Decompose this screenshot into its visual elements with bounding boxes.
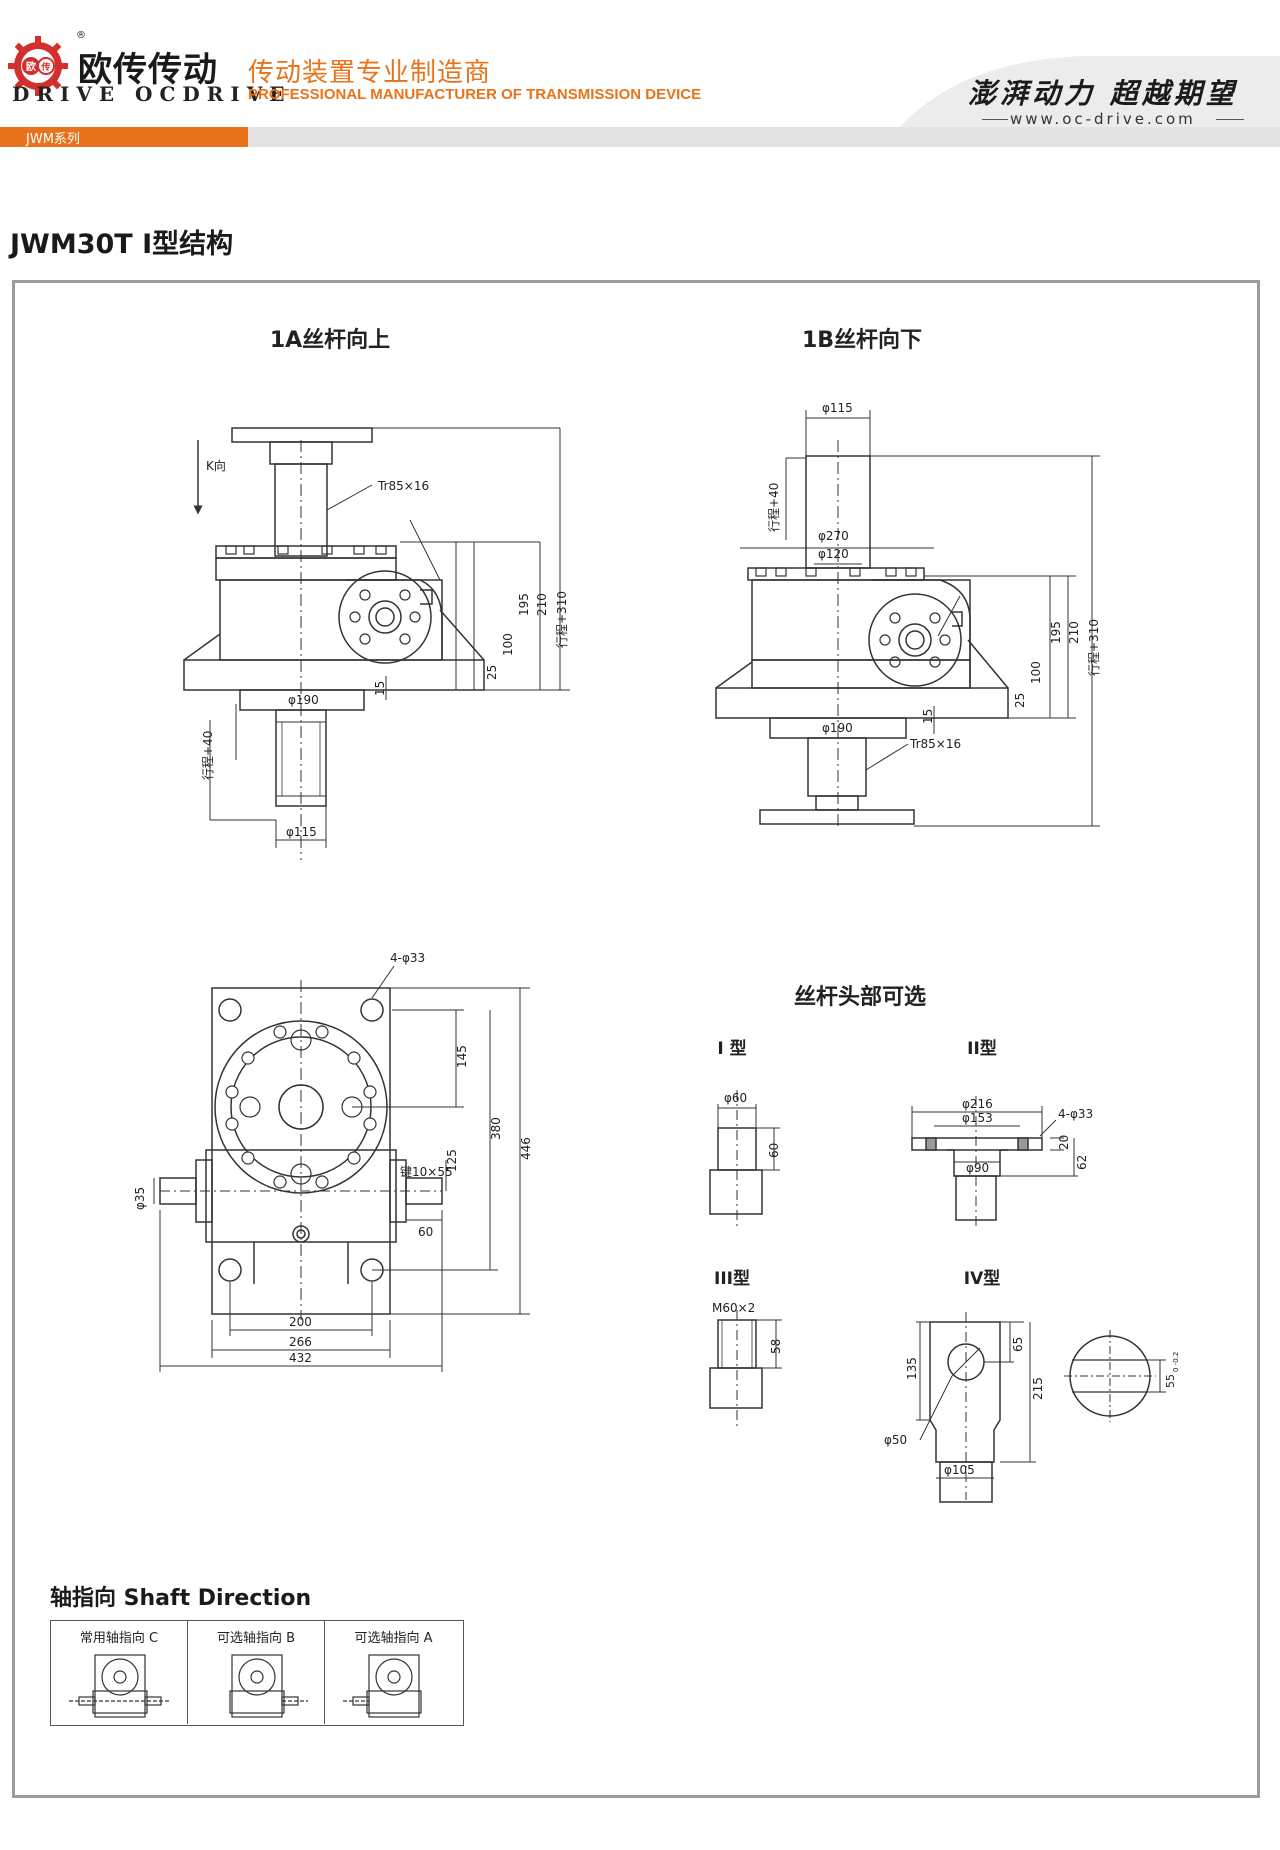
stroke-label: 行程+40 bbox=[200, 731, 215, 780]
gearbox-icon bbox=[69, 1654, 171, 1718]
dim-145: 145 bbox=[455, 1045, 469, 1068]
shaft-option-label: 可选轴指向 B bbox=[216, 1631, 296, 1646]
series-tab[interactable] bbox=[0, 127, 248, 147]
shaft-option-label: 可选轴指向 A bbox=[354, 1631, 433, 1646]
d35-label: φ35 bbox=[133, 1187, 147, 1210]
divider bbox=[1216, 119, 1244, 120]
type-4-dim-215: 215 bbox=[1031, 1377, 1045, 1400]
dim-100-1b: 100 bbox=[1029, 661, 1043, 684]
type-2-d216: φ216 bbox=[962, 1097, 993, 1111]
d115-label-1b: φ115 bbox=[822, 401, 853, 415]
website-link[interactable]: www.oc-drive.com bbox=[1010, 110, 1196, 128]
header-bar bbox=[248, 127, 1280, 147]
dim-15-1b: 15 bbox=[921, 709, 935, 724]
dim-195: 195 bbox=[517, 593, 531, 616]
shaft-option-c[interactable]: 常用轴指向 C bbox=[51, 1621, 188, 1724]
type-4-d50: φ50 bbox=[884, 1433, 907, 1447]
type-2-holes: 4-φ33 bbox=[1058, 1107, 1093, 1121]
type-4-title: IV型 bbox=[964, 1268, 1000, 1289]
type-1-d60: φ60 bbox=[724, 1091, 747, 1105]
type-3-len: 58 bbox=[769, 1339, 783, 1354]
dim-100: 100 bbox=[501, 633, 515, 656]
shaft-direction-table: 常用轴指向 C 可选轴指向 B 可选轴指向 A bbox=[50, 1620, 464, 1726]
slogan-en: PROFESSIONAL MANUFACTURER OF TRANSMISSIO… bbox=[248, 86, 702, 103]
dim-195-1b: 195 bbox=[1049, 621, 1063, 644]
dim-266: 266 bbox=[289, 1335, 312, 1349]
view-1b: 1B丝杆向下 bbox=[715, 327, 1101, 830]
shaft-option-label: 常用轴指向 C bbox=[79, 1631, 159, 1646]
key-label: 键10×55 bbox=[400, 1165, 453, 1179]
type-2-d90: φ90 bbox=[966, 1161, 989, 1175]
screw-head-options: 丝杆头部可选 I 型 φ60 60 II型 bbox=[709, 984, 1180, 1503]
type-4-tolerance: 0 -0.2 bbox=[1172, 1352, 1180, 1372]
thread-label-1b: Tr85×16 bbox=[909, 737, 961, 751]
shaft-direction-title: 轴指向 Shaft Direction bbox=[50, 1586, 312, 1611]
d120-label: φ120 bbox=[818, 547, 849, 561]
gear-logo-icon: 欧 传 bbox=[8, 36, 68, 96]
thread-label: Tr85×16 bbox=[377, 479, 429, 493]
view-1a-title: 1A丝杆向上 bbox=[270, 327, 390, 353]
d190-label-1b: φ190 bbox=[822, 721, 853, 735]
type-4-dim-55: 55 bbox=[1164, 1374, 1177, 1388]
dim-200: 200 bbox=[289, 1315, 312, 1329]
d115-label: φ115 bbox=[286, 825, 317, 839]
dim-210: 210 bbox=[535, 593, 549, 616]
dim-380: 380 bbox=[489, 1117, 503, 1140]
slogan-cn: 传动装置专业制造商 bbox=[248, 58, 492, 88]
drawing-frame bbox=[12, 280, 1260, 1798]
page-title: JWM30T I型结构 bbox=[10, 229, 234, 260]
type-3-title: III型 bbox=[714, 1268, 750, 1289]
dim-25: 25 bbox=[485, 665, 499, 680]
stroke-label-1b: 行程+40 bbox=[766, 483, 781, 532]
logo-glyph-1: 欧 bbox=[26, 60, 36, 73]
brand-name-cn: 欧传传动 bbox=[78, 50, 218, 90]
brand-name-en: DRIVE OCDRIVE bbox=[12, 82, 292, 106]
type-2-d153: φ153 bbox=[962, 1111, 993, 1125]
type-1-len: 60 bbox=[767, 1143, 781, 1158]
type-4-d105: φ105 bbox=[944, 1463, 975, 1477]
view-1b-title: 1B丝杆向下 bbox=[802, 327, 922, 353]
holes-label: 4-φ33 bbox=[390, 951, 425, 965]
gearbox-icon bbox=[229, 1654, 308, 1718]
d270-label: φ270 bbox=[818, 529, 849, 543]
type-3-thread: M60×2 bbox=[712, 1301, 755, 1315]
tagline: 澎湃动力 超越期望 bbox=[968, 77, 1238, 110]
d190-label: φ190 bbox=[288, 693, 319, 707]
dim-25-1b: 25 bbox=[1013, 693, 1027, 708]
k-dir-label: K向 bbox=[206, 458, 226, 473]
logo-glyph-2: 传 bbox=[40, 61, 50, 73]
dim-432: 432 bbox=[289, 1351, 312, 1365]
type-2-h62: 62 bbox=[1075, 1155, 1089, 1170]
type-2-h20: 20 bbox=[1057, 1135, 1071, 1150]
registered-mark: ® bbox=[76, 30, 86, 41]
type-4-dim-65: 65 bbox=[1011, 1337, 1025, 1352]
view-1a: 1A丝杆向上 bbox=[183, 327, 570, 860]
shaft-option-a[interactable]: 可选轴指向 A bbox=[325, 1621, 462, 1724]
dim-125: 125 bbox=[445, 1149, 459, 1172]
dim-stroke-310: 行程+310 bbox=[554, 591, 569, 648]
dim-446: 446 bbox=[519, 1137, 533, 1160]
screw-head-title: 丝杆头部可选 bbox=[794, 984, 926, 1010]
gearbox-icon bbox=[343, 1654, 422, 1718]
shaft-option-b[interactable]: 可选轴指向 B bbox=[188, 1621, 325, 1724]
header-curve-decoration bbox=[900, 56, 1280, 127]
dim-210-1b: 210 bbox=[1067, 621, 1081, 644]
type-2-title: II型 bbox=[967, 1038, 997, 1059]
type-1-title: I 型 bbox=[717, 1038, 746, 1059]
divider bbox=[982, 119, 1008, 120]
dim-15: 15 bbox=[373, 681, 387, 696]
dim-60: 60 bbox=[418, 1225, 433, 1239]
top-view: 4-φ33 145 380 446 125 键10×55 60 φ35 200 … bbox=[133, 951, 533, 1372]
dim-stroke-310-1b: 行程+310 bbox=[1086, 619, 1101, 676]
page-header: 欧 传 ® 欧传传动 DRIVE OCDRIVE 传动装置专业制造商 PROFE… bbox=[0, 0, 1280, 150]
series-label: JWM系列 bbox=[26, 132, 80, 147]
type-4-dim-135: 135 bbox=[905, 1357, 919, 1380]
